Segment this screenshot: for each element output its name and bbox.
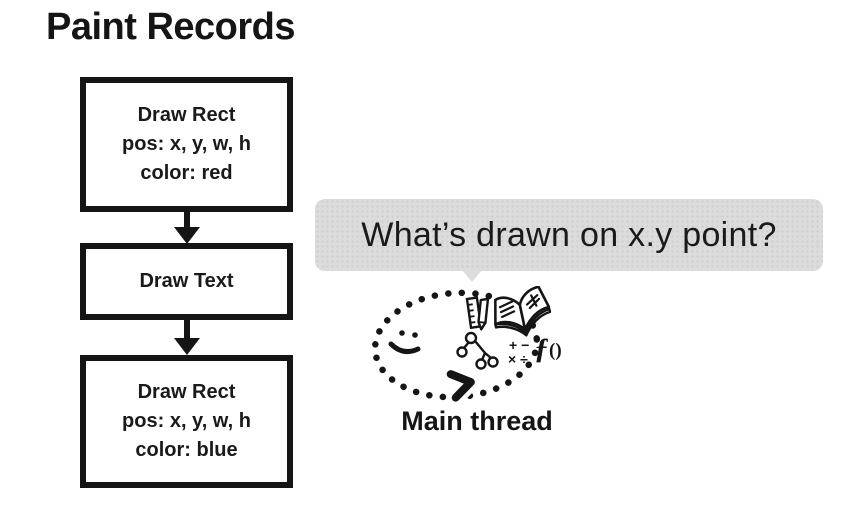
function-f: ƒ [534, 332, 549, 365]
function-parens: () [549, 340, 562, 361]
chevron-arrow-icon [442, 365, 480, 407]
math-symbols-icon: + − × ÷ [508, 337, 529, 367]
flow-arrow-down-icon [174, 318, 200, 355]
smiley-face-icon [388, 330, 421, 355]
open-book-icon [494, 286, 552, 337]
record-op-label: Draw Text [139, 270, 234, 292]
arrow-stem [184, 318, 190, 339]
page-title: Paint Records [46, 6, 296, 48]
function-icon: ƒ () [534, 332, 562, 365]
math-row-2: × ÷ [508, 351, 528, 367]
main-thread-label: Main thread [401, 406, 553, 436]
pencil-icon [477, 297, 490, 331]
question-text: What’s drawn on x.y point? [361, 215, 777, 254]
paint-record-box-draw-rect-red: Draw Rect pos: x, y, w, h color: red [80, 77, 293, 212]
record-color-label: color: blue [135, 439, 238, 461]
paint-record-box-draw-rect-blue: Draw Rect pos: x, y, w, h color: blue [80, 355, 293, 488]
record-color-label: color: red [140, 162, 233, 184]
arrow-head [174, 338, 200, 355]
tree-graph-icon [456, 331, 499, 370]
math-row-1: + − [509, 337, 529, 353]
question-bubble: What’s drawn on x.y point? [315, 199, 823, 271]
ruler-icon [465, 296, 483, 330]
bubble-tail [462, 270, 482, 282]
flow-arrow-down-icon [174, 211, 200, 244]
arrow-head [174, 227, 200, 244]
record-pos-label: pos: x, y, w, h [122, 410, 251, 432]
arrow-stem [184, 211, 190, 229]
record-op-label: Draw Rect [137, 381, 236, 403]
main-thread-doodle: + − × ÷ ƒ () [371, 286, 562, 407]
record-pos-label: pos: x, y, w, h [122, 133, 251, 155]
paint-record-box-draw-text: Draw Text [80, 243, 293, 320]
record-op-label: Draw Rect [137, 104, 236, 126]
